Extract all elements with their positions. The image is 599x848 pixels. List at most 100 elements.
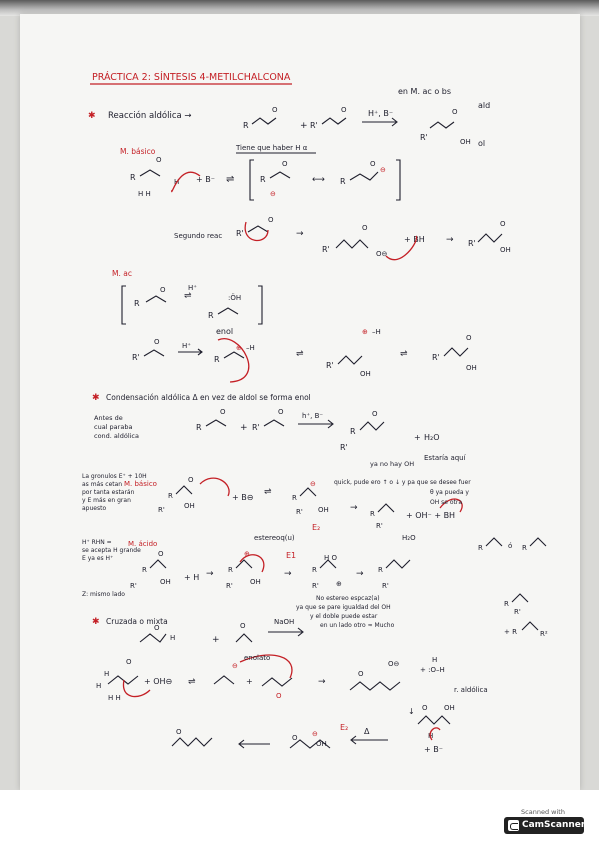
svg-text:R': R' (514, 608, 521, 616)
svg-text:+: + (212, 635, 220, 645)
svg-text:R: R (142, 566, 147, 574)
aldol-reactants: R O + R' O (243, 106, 398, 131)
crossed-elimination: ↓ O OH H + B⁻ O ⊖ OH O (171, 704, 455, 754)
svg-text:R: R (228, 566, 233, 574)
product-ald: ald (478, 101, 490, 110)
svg-text:→: → (284, 569, 292, 579)
bullet-star-3: ✱ (92, 617, 100, 627)
camscanner-logo-box: CamScanner (504, 817, 586, 834)
svg-text:R': R' (322, 245, 330, 254)
svg-text:R: R (196, 423, 202, 432)
svg-text:O: O (126, 658, 132, 666)
svg-text:ó: ó (508, 542, 512, 550)
svg-text:R: R (312, 566, 317, 574)
svg-text:R': R' (312, 582, 319, 590)
water-label: H₂O (424, 433, 440, 442)
svg-text:O: O (278, 408, 284, 416)
page-title: PRÁCTICA 2: SÍNTESIS 4-METILCHALCONA (92, 71, 291, 83)
svg-text:→: → (206, 569, 214, 579)
svg-text:R: R (134, 299, 140, 308)
svg-text:O: O (154, 338, 160, 346)
svg-text:R': R' (252, 423, 260, 432)
other-side-note: Z: mismo lado (82, 591, 125, 598)
scan-edge (0, 0, 599, 16)
svg-text:⇌: ⇌ (226, 174, 234, 185)
svg-text:R': R' (432, 353, 440, 362)
svg-text:R: R (350, 427, 356, 436)
svg-text:OH: OH (316, 740, 327, 748)
svg-text:+ H: + H (184, 573, 199, 582)
acid-mech-label: M. ac (112, 269, 132, 278)
camscanner-name: CamScanner (522, 820, 586, 830)
basic-mech-label-2: M. básico (124, 480, 157, 488)
svg-text:⊖: ⊖ (312, 730, 318, 738)
svg-text:+ B⊖: + B⊖ (232, 493, 253, 502)
svg-text:O: O (372, 410, 378, 418)
acid-note: H⁺ RHN = se acepta H grande E ya es H⁺ (82, 539, 143, 562)
svg-text:R: R (522, 544, 527, 552)
svg-text:R': R' (326, 361, 334, 370)
svg-text:H⁺: H⁺ (182, 342, 191, 350)
quick-note: quick, pude ero ↑ o ↓ y pa que se desee … (334, 479, 473, 506)
svg-text:↓: ↓ (408, 707, 415, 716)
svg-text:→: → (318, 677, 326, 687)
svg-text:+ BH: + BH (404, 235, 425, 244)
svg-text:O: O (358, 670, 364, 678)
basic-mech-2-scheme: R O R' OH + B⊖ ⇌ R ⊖ R' OH → R R' + OH⁻ … (158, 476, 463, 530)
crossed-mechanism: H H O H H + OH⊖ ⇌ ⊖ + O → O O⊖ + :O–H H (96, 654, 445, 702)
left-note-1: Antes de cual paraba cond. aldólica (94, 414, 139, 440)
svg-text:+ :O–H: + :O–H (420, 666, 445, 674)
e1-label: E1 (286, 551, 296, 560)
svg-text:⊖: ⊖ (232, 662, 238, 670)
scanned-with-text: Scanned with (521, 808, 565, 816)
svg-text:R': R' (340, 443, 348, 452)
delta-label: Δ (364, 727, 370, 736)
acid-mech-label-2: M. ácido (128, 540, 157, 548)
svg-text:O: O (240, 622, 246, 630)
notebook-page (20, 14, 580, 790)
svg-text:R: R (292, 494, 297, 502)
svg-text:R: R (208, 311, 214, 320)
svg-text:O: O (176, 728, 182, 736)
svg-text:O: O (220, 408, 226, 416)
svg-text:H H: H H (138, 190, 151, 198)
aldol-product: R' O OH (420, 108, 471, 146)
svg-text:H⁺: H⁺ (188, 284, 197, 292)
svg-text:H H: H H (108, 694, 121, 702)
stop-note: Estaría aquí (424, 454, 467, 462)
svg-text:R': R' (420, 133, 428, 142)
svg-text:OH: OH (444, 704, 455, 712)
naoh-label: NaOH (274, 618, 294, 626)
no-stereo-note: No estereo espcaz(a) ya que se pare igua… (296, 595, 395, 629)
svg-text:OH: OH (500, 246, 511, 254)
svg-text:+ B⁻: + B⁻ (196, 175, 215, 184)
svg-text:R: R (214, 355, 220, 364)
svg-text:R': R' (376, 522, 383, 530)
svg-text:O: O (500, 220, 506, 228)
e2-label-2: E₂ (340, 723, 348, 732)
svg-text:⊕: ⊕ (244, 550, 250, 558)
svg-text:⟷: ⟷ (312, 175, 325, 185)
svg-text:⊕: ⊕ (336, 580, 342, 588)
svg-text:R': R' (296, 508, 303, 516)
svg-text:R': R' (132, 353, 140, 362)
svg-text:→: → (296, 229, 304, 239)
svg-text:OH: OH (250, 578, 261, 586)
svg-text:R: R (168, 492, 173, 500)
svg-text:R²: R² (540, 630, 548, 638)
svg-text:O: O (422, 704, 428, 712)
svg-text:R: R (340, 177, 346, 186)
svg-text:OH: OH (184, 502, 195, 510)
stereo-products: R ó R (478, 537, 547, 552)
svg-text:⊖: ⊖ (270, 190, 276, 198)
svg-text:R: R (260, 175, 266, 184)
svg-text:H: H (96, 682, 101, 690)
second-react-label: Segundo reac (174, 232, 222, 240)
svg-text:R': R' (310, 121, 318, 130)
svg-text:R': R' (130, 582, 137, 590)
svg-text:H: H (432, 656, 437, 664)
svg-text:+ OH⁻ + BH: + OH⁻ + BH (406, 511, 455, 520)
svg-text:OH: OH (460, 138, 471, 146)
svg-text:+: + (300, 121, 308, 131)
scan-footer-area (0, 790, 599, 848)
